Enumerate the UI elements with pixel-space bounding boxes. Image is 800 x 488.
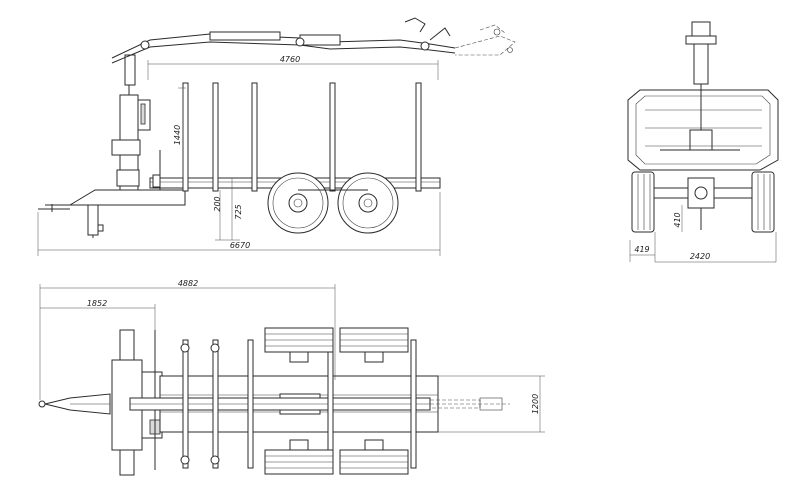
dim-label-overall-width: 2420 (690, 252, 710, 261)
dim-label-frame-width: 1200 (531, 394, 540, 414)
top-view: 4882 1852 1200 (38, 279, 545, 476)
crane-boom (111, 17, 516, 64)
dim-overall-length: 6670 (37, 192, 441, 256)
dim-rear: 419 2420 410 (629, 205, 777, 263)
dim-boom-span: 4760 (147, 55, 439, 80)
dim-label-axle-height: 410 (673, 212, 682, 227)
top-drawbar (38, 393, 111, 415)
top-stakes (180, 339, 417, 469)
dim-label-length-to-axle: 4882 (178, 279, 198, 288)
dim-label-overall-length: 6670 (230, 241, 250, 250)
dim-label-boom-span: 4760 (280, 55, 300, 64)
top-boom (129, 397, 510, 411)
crane-column (111, 54, 161, 191)
side-view: 4760 1440 725 200 6670 (37, 17, 516, 256)
dim-stake-height: 1440 (173, 87, 186, 178)
dim-label-frame-height: 725 (234, 204, 243, 219)
rear-view: 419 2420 410 (627, 21, 779, 263)
top-wheels (264, 327, 409, 475)
dim-label-clearance: 200 (213, 196, 222, 211)
rear-crane-column (685, 21, 717, 151)
rear-bunk (627, 89, 779, 171)
dim-frame-height: 725 200 (213, 178, 243, 241)
dim-label-wheel-width: 419 (634, 245, 649, 254)
drawbar (38, 189, 186, 238)
dim-top: 4882 1852 1200 (39, 279, 545, 433)
side-wheels (267, 172, 399, 234)
rear-wheels (631, 171, 775, 233)
dim-label-length-to-crane: 1852 (87, 299, 107, 308)
side-stakes (182, 82, 422, 192)
dim-label-stake-height: 1440 (173, 125, 182, 145)
